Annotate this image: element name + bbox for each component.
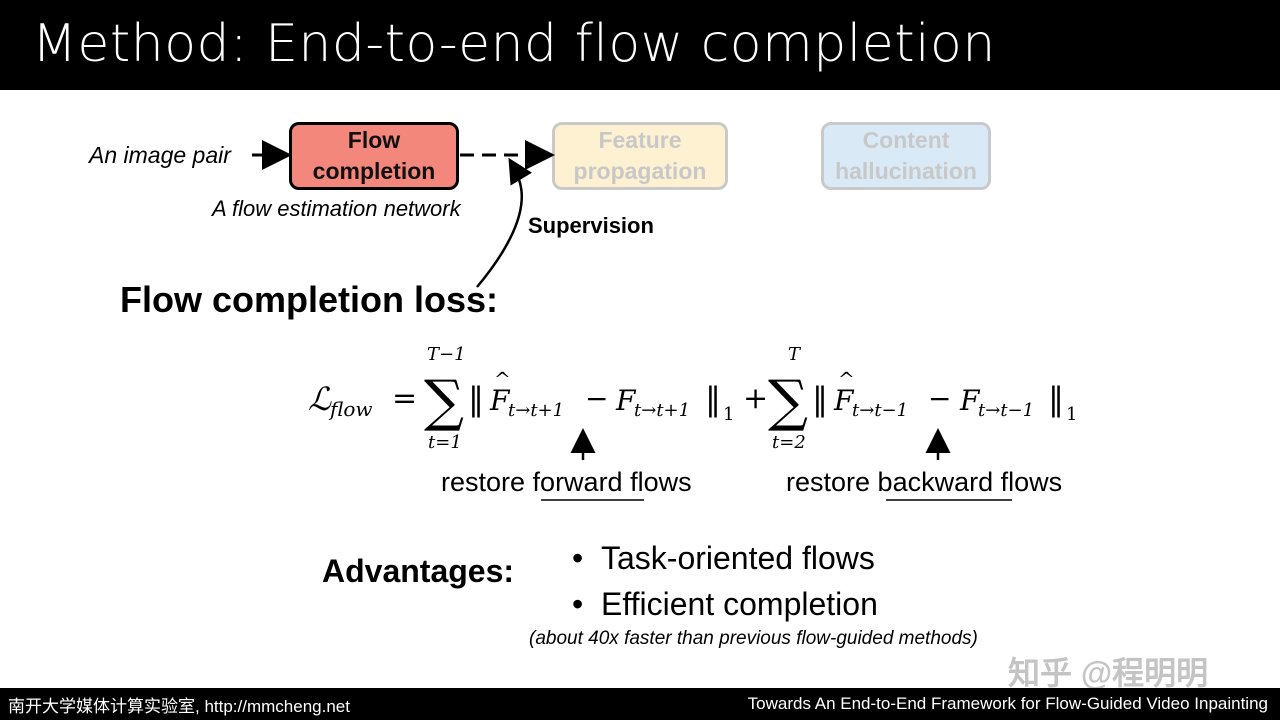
term1-hat-sub: t→t+1 (508, 400, 564, 421)
sum2-sigma: ∑ (768, 369, 808, 434)
content-box-line2: hallucination (835, 158, 977, 184)
flow-box-line2: completion (312, 158, 436, 184)
flow-completion-box: Flow completion (289, 122, 459, 190)
norm1-close: ‖ (705, 380, 721, 418)
sum1-sigma: ∑ (424, 369, 464, 434)
norm2-open: ‖ (812, 380, 828, 418)
formula-lhs: ℒ (308, 380, 332, 418)
estimation-label: A flow estimation network (212, 196, 461, 221)
advantages-note: (about 40x faster than previous flow-gui… (529, 628, 978, 649)
title-bar (0, 0, 1280, 90)
loss-heading: Flow completion loss: (120, 279, 499, 320)
term2-hat: ^ (838, 367, 855, 391)
footer-bar (0, 688, 1280, 720)
term1-hat-F: F (489, 384, 511, 417)
feature-box-line2: propagation (573, 158, 707, 184)
loss-formula: ℒ flow = T−1 ∑ t=1 ‖ F ^ t→t+1 − F t→t+1… (308, 344, 1077, 453)
advantage-item-2: • Efficient completion (572, 586, 878, 622)
sum1-bottom: t=1 (428, 432, 462, 453)
content-hallucination-box: Content hallucination (821, 122, 991, 190)
flow-box-line1: Flow (347, 127, 401, 153)
feature-box-line1: Feature (598, 127, 682, 153)
norm2-close: ‖ (1048, 380, 1064, 418)
forward-caption-key: forward (532, 467, 623, 497)
term1-minus: − (585, 382, 608, 415)
backward-caption: restore backward flows (786, 467, 1062, 498)
sum2-top: T (788, 344, 802, 365)
norm1-sub: 1 (723, 404, 734, 425)
advantage-item-2-text: Efficient completion (600, 586, 878, 622)
forward-caption-post: flows (622, 467, 692, 497)
term2-hat-sub: t→t−1 (852, 400, 908, 421)
term1-hat: ^ (494, 367, 511, 391)
term2-hat-F: F (833, 384, 855, 417)
slide-title: Method: End-to-end flow completion (32, 14, 996, 74)
forward-caption-pre: restore (441, 467, 533, 497)
sum1-top: T−1 (427, 344, 466, 365)
backward-caption-key: backward (877, 467, 994, 497)
watermark: 知乎 @程明明 (1008, 655, 1209, 691)
term2-sub: t→t−1 (978, 400, 1034, 421)
forward-caption: restore forward flows (441, 467, 692, 498)
backward-caption-pre: restore (786, 467, 878, 497)
advantage-item-1-text: Task-oriented flows (600, 540, 875, 576)
term1-sub: t→t+1 (634, 400, 690, 421)
backward-caption-post: flows (993, 467, 1063, 497)
supervision-label: Supervision (528, 213, 654, 238)
input-label: An image pair (89, 142, 231, 168)
formula-lhs-sub: flow (328, 397, 373, 421)
feature-propagation-box: Feature propagation (552, 122, 728, 190)
term2-minus: − (928, 382, 951, 415)
content-box-line1: Content (862, 127, 950, 153)
term1-F: F (615, 384, 637, 417)
formula-equals: = (392, 381, 417, 416)
sum2-bottom: t=2 (772, 432, 806, 453)
advantage-item-1: • Task-oriented flows (572, 540, 875, 576)
term2-F: F (959, 384, 981, 417)
advantages-label: Advantages: (322, 553, 515, 589)
norm1-open: ‖ (468, 380, 484, 418)
footer-left: 南开大学媒体计算实验室, http://mmcheng.net (8, 697, 350, 716)
supervision-arrow (476, 157, 533, 288)
footer-right: Towards An End-to-End Framework for Flow… (747, 694, 1268, 713)
formula-plus: + (743, 381, 768, 416)
norm2-sub: 1 (1066, 404, 1077, 425)
